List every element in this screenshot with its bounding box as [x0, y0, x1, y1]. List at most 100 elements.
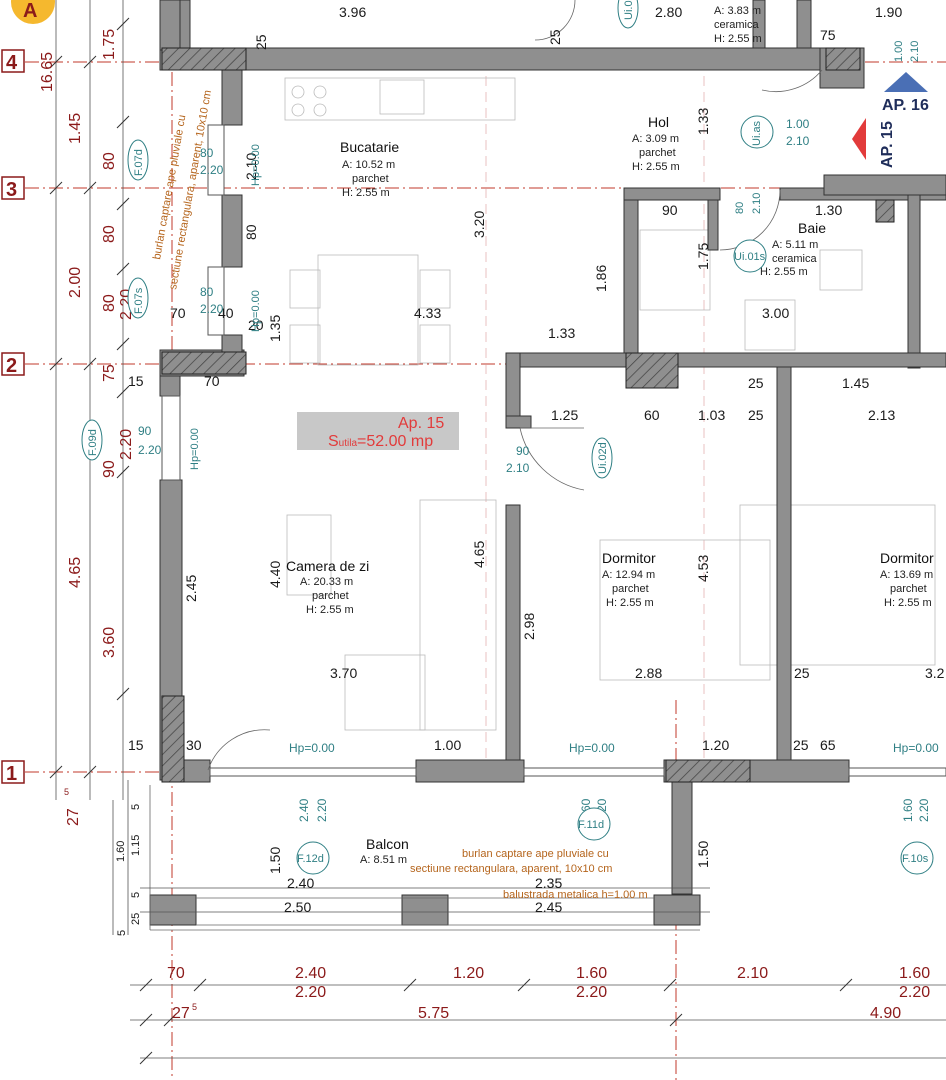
svg-text:25: 25 [547, 29, 563, 45]
svg-text:80: 80 [200, 285, 214, 299]
svg-text:4: 4 [6, 52, 18, 74]
svg-text:Sutila=52.00 mp: Sutila=52.00 mp [328, 433, 433, 450]
note-burlan-balcon: burlan captare ape pluviale cu sectiune … [410, 848, 612, 875]
svg-text:2.20: 2.20 [200, 302, 224, 316]
left-dim-275: 275 [64, 787, 82, 826]
svg-text:1.60: 1.60 [901, 798, 915, 822]
svg-text:Hp=0.00: Hp=0.00 [250, 144, 262, 186]
svg-text:A: 5.11 m: A: 5.11 m [772, 239, 818, 251]
svg-text:1.45: 1.45 [67, 113, 84, 144]
svg-text:5: 5 [192, 1002, 197, 1012]
svg-text:2.10: 2.10 [243, 153, 259, 180]
svg-text:2.88: 2.88 [635, 665, 662, 681]
svg-text:1.60: 1.60 [899, 965, 930, 982]
svg-text:H: 2.55 m: H: 2.55 m [606, 597, 654, 609]
svg-text:75: 75 [820, 27, 836, 43]
inner-dimensions: 3.96 2.80 1.90 25 25 75 1.00 2.10 1.00 2… [128, 4, 945, 915]
bottom-dimension-lines [130, 887, 946, 1059]
svg-text:parchet: parchet [639, 147, 676, 159]
axis-tag-3: 3 [1, 176, 25, 201]
svg-text:ceramica: ceramica [714, 19, 760, 31]
svg-text:2.20: 2.20 [118, 429, 135, 460]
svg-text:A: 20.33 m: A: 20.33 m [300, 576, 353, 588]
svg-text:ceramica: ceramica [772, 253, 818, 265]
svg-text:2.00: 2.00 [67, 267, 84, 298]
svg-text:H: 2.55 m: H: 2.55 m [760, 266, 808, 278]
svg-text:Balcon: Balcon [366, 836, 409, 852]
svg-text:Ui.01s: Ui.01s [734, 251, 766, 263]
svg-text:1.33: 1.33 [695, 108, 711, 135]
svg-text:90: 90 [138, 424, 152, 438]
svg-text:3.70: 3.70 [330, 665, 357, 681]
svg-text:F.09d: F.09d [87, 429, 99, 456]
svg-text:AP. 15: AP. 15 [879, 121, 896, 168]
svg-text:90: 90 [516, 444, 530, 458]
svg-text:1.00: 1.00 [434, 737, 461, 753]
svg-text:80: 80 [101, 294, 118, 312]
svg-text:1.75: 1.75 [101, 29, 118, 60]
svg-text:3: 3 [6, 179, 17, 201]
svg-text:2.20: 2.20 [315, 798, 329, 822]
note-balustrada: balustrada metalica h=1.00 m [503, 889, 648, 901]
svg-text:90: 90 [101, 460, 118, 478]
neighbor-ap16: AP. 16 [882, 72, 929, 114]
svg-text:A: 13.69 m: A: 13.69 m [880, 569, 933, 581]
svg-text:2.35: 2.35 [535, 875, 562, 891]
svg-text:A: 8.51 m: A: 8.51 m [360, 854, 407, 866]
svg-text:A: 12.94 m: A: 12.94 m [602, 569, 655, 581]
svg-text:5: 5 [130, 892, 142, 898]
svg-text:2.20: 2.20 [200, 163, 224, 177]
svg-text:40: 40 [218, 305, 234, 321]
svg-text:Dormitor: Dormitor [880, 550, 934, 566]
svg-text:A: A [23, 0, 37, 22]
svg-text:70: 70 [204, 373, 220, 389]
svg-text:1.90: 1.90 [875, 4, 902, 20]
svg-text:4.40: 4.40 [267, 561, 283, 588]
svg-text:Dormitor: Dormitor [602, 550, 656, 566]
svg-text:5: 5 [64, 787, 69, 797]
svg-text:Bucatarie: Bucatarie [340, 139, 399, 155]
svg-text:2.10: 2.10 [786, 134, 810, 148]
svg-text:2.10: 2.10 [737, 965, 768, 982]
svg-text:F.11d: F.11d [578, 819, 604, 831]
svg-text:16.65: 16.65 [39, 52, 56, 92]
svg-text:25: 25 [793, 737, 809, 753]
svg-text:80: 80 [200, 146, 214, 160]
svg-text:70: 70 [170, 305, 186, 321]
svg-text:1.50: 1.50 [695, 841, 711, 868]
svg-text:3.00: 3.00 [762, 305, 789, 321]
svg-text:sectiune rectangulara, aparent: sectiune rectangulara, aparent, 10x10 cm [410, 863, 612, 875]
svg-text:2.98: 2.98 [521, 613, 537, 640]
svg-text:3.2: 3.2 [925, 665, 945, 681]
svg-text:H: 2.55 m: H: 2.55 m [884, 597, 932, 609]
svg-text:2.40: 2.40 [295, 965, 326, 982]
svg-text:Camera de zi: Camera de zi [286, 558, 369, 574]
apartment-label: Ap. 15 Sutila=52.00 mp [297, 412, 459, 450]
svg-text:2.10: 2.10 [751, 193, 763, 214]
svg-text:1.03: 1.03 [698, 407, 725, 423]
axis-tag-a: A [11, 0, 55, 24]
svg-text:2.13: 2.13 [868, 407, 895, 423]
bottom-dim-ticks [139, 978, 853, 1065]
svg-text:parchet: parchet [890, 583, 927, 595]
svg-text:Hp=0.00: Hp=0.00 [250, 290, 262, 332]
room-baie: Baie A: 5.11 m ceramica H: 2.55 m [760, 220, 826, 278]
svg-text:5: 5 [116, 930, 128, 936]
axis-grid-faint [485, 60, 705, 770]
svg-text:15: 15 [128, 737, 144, 753]
svg-text:2.40: 2.40 [297, 798, 311, 822]
left-dimension-lines [55, 0, 129, 935]
svg-text:F.12d: F.12d [297, 853, 324, 865]
svg-text:25: 25 [130, 913, 142, 925]
svg-text:5: 5 [130, 804, 142, 810]
room-bucatarie: Bucatarie A: 10.52 m parchet H: 2.55 m [340, 139, 399, 199]
note-burlan-left: burlan captare ape pluviale cu sectiune … [151, 89, 214, 290]
svg-text:1.00: 1.00 [893, 41, 905, 62]
svg-text:25: 25 [748, 375, 764, 391]
svg-text:2.10: 2.10 [909, 41, 921, 62]
svg-text:65: 65 [820, 737, 836, 753]
svg-text:20: 20 [248, 317, 264, 333]
svg-text:F.07s: F.07s [133, 287, 145, 314]
walls [149, 0, 946, 926]
